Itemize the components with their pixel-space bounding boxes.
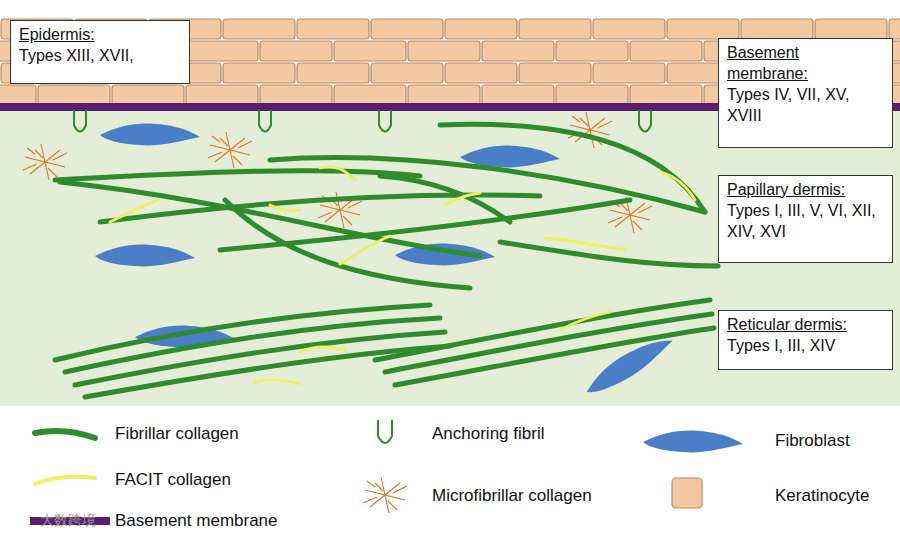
fibrillar-collagen	[385, 314, 712, 372]
keratinocyte-swatch	[672, 478, 702, 508]
legend-text: FACIT collagen	[115, 470, 231, 490]
region-heading: Epidermis:	[19, 24, 181, 45]
facit-segment	[445, 193, 480, 205]
fibroblast-sample	[643, 430, 743, 452]
facit-segment	[660, 172, 695, 200]
dermis-background	[0, 110, 900, 406]
facit-segment	[560, 312, 610, 330]
fibrillar-collagen	[395, 328, 714, 385]
anchoring-fibril	[74, 110, 86, 132]
facit-segment	[110, 200, 158, 222]
facit-segment	[300, 347, 345, 352]
fibroblast	[100, 123, 200, 145]
facit-segment	[340, 236, 390, 264]
papillary-fibers	[55, 124, 718, 288]
region-heading: Reticular dermis:	[727, 314, 884, 335]
label-box: Papillary dermis:Types I, III, V, VI, XI…	[718, 175, 893, 263]
fibroblast	[95, 244, 195, 266]
microfibril	[208, 132, 252, 168]
facit-segment	[545, 238, 625, 250]
anchoring-fibril-sample	[378, 420, 392, 443]
collagen-types: Types XIII, XVII,	[19, 45, 181, 66]
anchoring-fibril	[379, 110, 391, 132]
region-heading: Papillary dermis:	[727, 179, 884, 200]
facit-segment	[255, 380, 300, 384]
watermark: 大数跨境	[40, 512, 96, 530]
legend-samples	[30, 420, 743, 525]
legend-text: Anchoring fibril	[432, 424, 544, 444]
legend-text: Basement membrane	[115, 511, 278, 531]
collagen-types: Types IV, VII, XV, XVIII	[727, 84, 884, 126]
label-box: Basement membrane:Types IV, VII, XV, XVI…	[718, 38, 893, 148]
label-box: Epidermis:Types XIII, XVII,	[10, 20, 190, 84]
fibrillar-collagen	[225, 200, 470, 288]
label-box: Reticular dermis:Types I, III, XIV	[718, 310, 893, 370]
legend-text: Keratinocyte	[775, 486, 870, 506]
fibrillar-collagen	[380, 176, 510, 222]
microfibril-sample	[363, 477, 407, 513]
anchoring-fibril	[639, 110, 651, 132]
reticular-fibers	[55, 300, 714, 397]
fibrillar-collagen	[440, 124, 705, 212]
fibrillar-collagen	[375, 300, 710, 360]
fibrillar-collagen	[55, 171, 420, 180]
legend-text: Microfibrillar collagen	[432, 486, 592, 506]
facit-segment	[320, 167, 355, 180]
legend-text: Fibroblast	[775, 431, 850, 451]
fibrillar-collagen	[500, 242, 718, 266]
collagen-types: Types I, III, V, VI, XII, XIV, XVI	[727, 200, 884, 242]
legend-text: Fibrillar collagen	[115, 424, 239, 444]
anchoring-fibril	[259, 110, 271, 132]
fibrillar-collagen	[270, 158, 705, 212]
facit-sample	[35, 477, 95, 484]
microfibril	[23, 144, 67, 180]
fibrillar-collagen	[65, 318, 440, 372]
facit-collagen	[110, 167, 695, 384]
facit-segment	[270, 205, 300, 211]
region-heading: Basement membrane:	[727, 42, 884, 84]
fibrillar-sample	[35, 431, 95, 438]
collagen-types: Types I, III, XIV	[727, 335, 884, 356]
